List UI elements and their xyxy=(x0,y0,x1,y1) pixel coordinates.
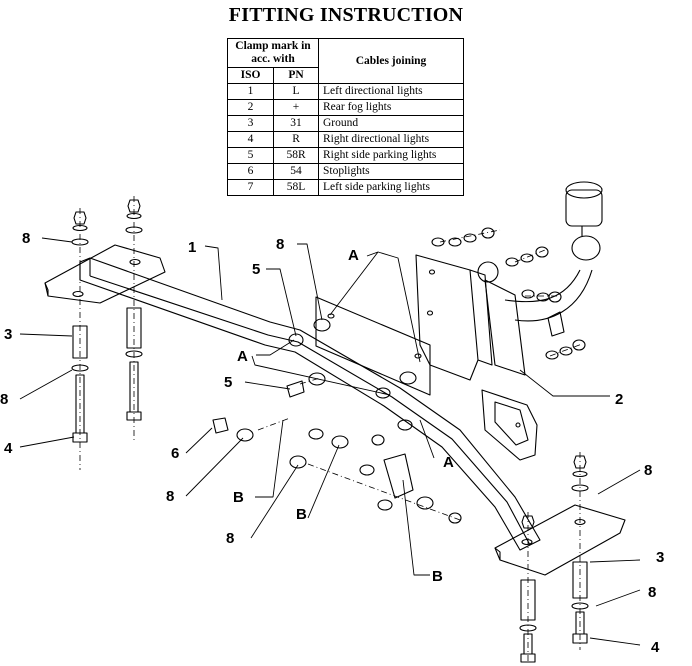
callout-8-top-center: 8 xyxy=(276,236,284,253)
center-flange-plate xyxy=(315,296,431,396)
leader-lines xyxy=(19,237,641,646)
iso-cell: 7 xyxy=(226,179,275,196)
left-mounting-plate xyxy=(44,244,166,304)
loose-fasteners xyxy=(212,318,462,524)
wiring-table: Clamp mark in acc. with Cables joining I… xyxy=(226,38,464,196)
main-crossbar xyxy=(79,257,541,551)
center-bolt-stack xyxy=(519,515,537,663)
callout-a-top: A xyxy=(348,247,359,264)
right-bolt-stack xyxy=(571,455,589,644)
callout-b-bottom: B xyxy=(432,568,443,585)
callout-b-mid: B xyxy=(296,506,307,523)
callout-8-bottom-left: 8 xyxy=(226,530,234,547)
callout-4-left: 4 xyxy=(4,440,13,457)
callout-a-mid: A xyxy=(237,348,248,365)
callout-8-top-left: 8 xyxy=(22,230,30,247)
callout-8-right-lower: 8 xyxy=(648,584,656,601)
page-title: FITTING INSTRUCTION xyxy=(228,4,464,26)
callout-5-upper: 5 xyxy=(252,261,260,278)
callout-8-right-upper: 8 xyxy=(644,462,652,479)
tow-hook xyxy=(477,181,603,376)
callout-a-right: A xyxy=(443,454,454,471)
callout-8-mid-left: 8 xyxy=(0,391,8,408)
callout-1: 1 xyxy=(188,239,196,256)
tow-bracket-plate xyxy=(415,254,493,381)
callout-8-lower-left: 8 xyxy=(166,488,174,505)
callout-b-left: B xyxy=(233,489,244,506)
left-bolt-stack-b xyxy=(125,199,143,421)
callout-3-left: 3 xyxy=(4,326,12,343)
socket-bracket xyxy=(481,389,538,461)
table-row: 2+Rear fog lights xyxy=(226,99,464,116)
cable-cell: Right side parking lights xyxy=(318,147,464,164)
callout-5-lower: 5 xyxy=(224,374,232,391)
callout-3-right: 3 xyxy=(656,549,664,566)
pn-cell: 58R xyxy=(273,147,319,164)
tow-bracket-fasteners xyxy=(431,227,586,360)
callout-4-right: 4 xyxy=(651,639,660,656)
center-lines xyxy=(79,196,583,664)
clamp-mark-header: Clamp mark in acc. with xyxy=(227,38,319,68)
callout-2: 2 xyxy=(615,391,623,408)
callout-6: 6 xyxy=(171,445,179,462)
cable-cell: Left side parking lights xyxy=(318,179,464,196)
pn-header: PN xyxy=(273,67,319,84)
